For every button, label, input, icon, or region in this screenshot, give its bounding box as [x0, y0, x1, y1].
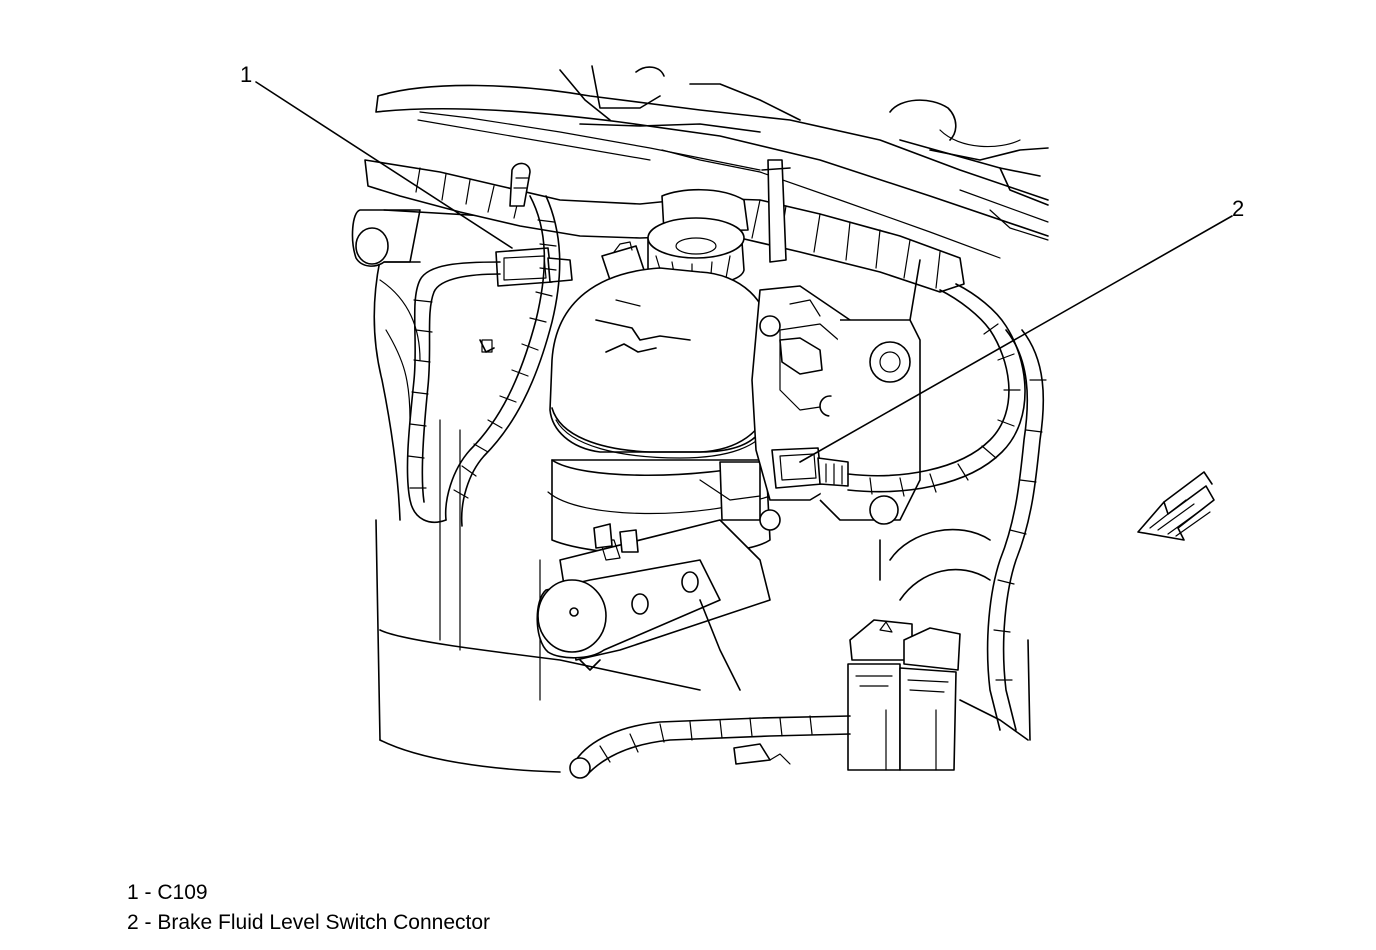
- callout-number-2: 2: [1232, 196, 1244, 221]
- legend-label-1: C109: [157, 881, 208, 904]
- brake-booster: [751, 259, 921, 531]
- master-cylinder: [536, 479, 771, 691]
- callout-legend: 1 - C109 2 - Brake Fluid Level Switch Co…: [127, 878, 490, 938]
- pcm-connectors: [847, 619, 961, 771]
- leader-line-1: [255, 81, 513, 249]
- legend-separator: -: [138, 911, 158, 934]
- heater-hose: [351, 209, 521, 267]
- right-wire-harness: [847, 283, 1047, 731]
- firewall-panel: [373, 259, 701, 773]
- view-direction-arrow-icon: [1137, 471, 1215, 541]
- callout-number-1: 1: [240, 62, 252, 87]
- lower-wiring-harness: [569, 715, 851, 779]
- legend-item-1: 1 - C109: [127, 878, 490, 908]
- left-wire-harness: [406, 195, 561, 527]
- callout-1: 1: [240, 62, 513, 249]
- legend-label-2: Brake Fluid Level Switch Connector: [157, 911, 491, 934]
- legend-number-1: 1: [127, 881, 139, 904]
- legend-item-2: 2 - Brake Fluid Level Switch Connector: [127, 908, 490, 938]
- legend-number-2: 2: [127, 911, 139, 934]
- brake-fluid-reservoir: [547, 267, 771, 556]
- leader-line-2: [799, 215, 1233, 463]
- cowl-panel: [375, 65, 1049, 259]
- brake-fluid-level-switch-connector: [771, 447, 849, 489]
- lower-structure: [879, 528, 1031, 741]
- callout-2: 2: [799, 196, 1244, 463]
- legend-separator: -: [138, 881, 158, 904]
